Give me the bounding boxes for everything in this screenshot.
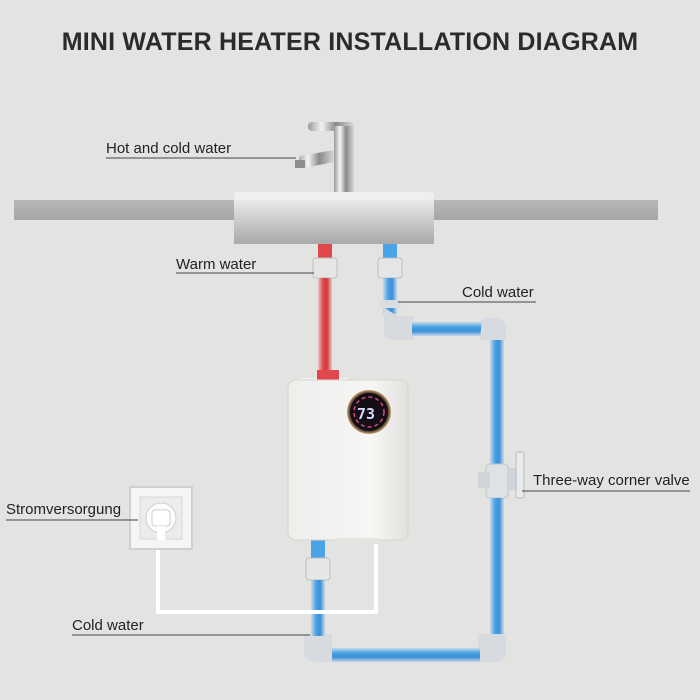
power-cable bbox=[156, 540, 378, 614]
warm-water-pipe bbox=[318, 278, 332, 376]
label-cold-water-bottom: Cold water bbox=[72, 617, 144, 634]
label-power-supply: Stromversorgung bbox=[6, 501, 122, 518]
display-reading: 73 bbox=[357, 405, 375, 423]
label-hot-and-cold-water: Hot and cold water bbox=[106, 140, 232, 157]
label-three-way-valve: Three-way corner valve bbox=[533, 472, 690, 489]
cold-water-pipe-right bbox=[490, 498, 504, 634]
cold-water-pipe-inlet bbox=[305, 538, 331, 636]
hot-connector bbox=[312, 244, 338, 279]
cold-water-pipe-top bbox=[379, 278, 506, 464]
temperature-display: 73 bbox=[347, 390, 391, 434]
power-socket-icon bbox=[129, 486, 193, 550]
diagram-title: MINI WATER HEATER INSTALLATION DIAGRAM bbox=[61, 28, 639, 56]
cold-connector-top bbox=[377, 244, 403, 279]
label-cold-water-top: Cold water bbox=[462, 284, 534, 301]
display-ring bbox=[353, 396, 385, 428]
three-way-valve-icon bbox=[478, 451, 525, 499]
water-heater-unit bbox=[287, 370, 409, 544]
faucet-icon bbox=[295, 122, 354, 192]
sink-basin bbox=[234, 192, 434, 244]
label-warm-water: Warm water bbox=[176, 256, 257, 273]
cold-water-pipe-bottom bbox=[304, 634, 506, 662]
